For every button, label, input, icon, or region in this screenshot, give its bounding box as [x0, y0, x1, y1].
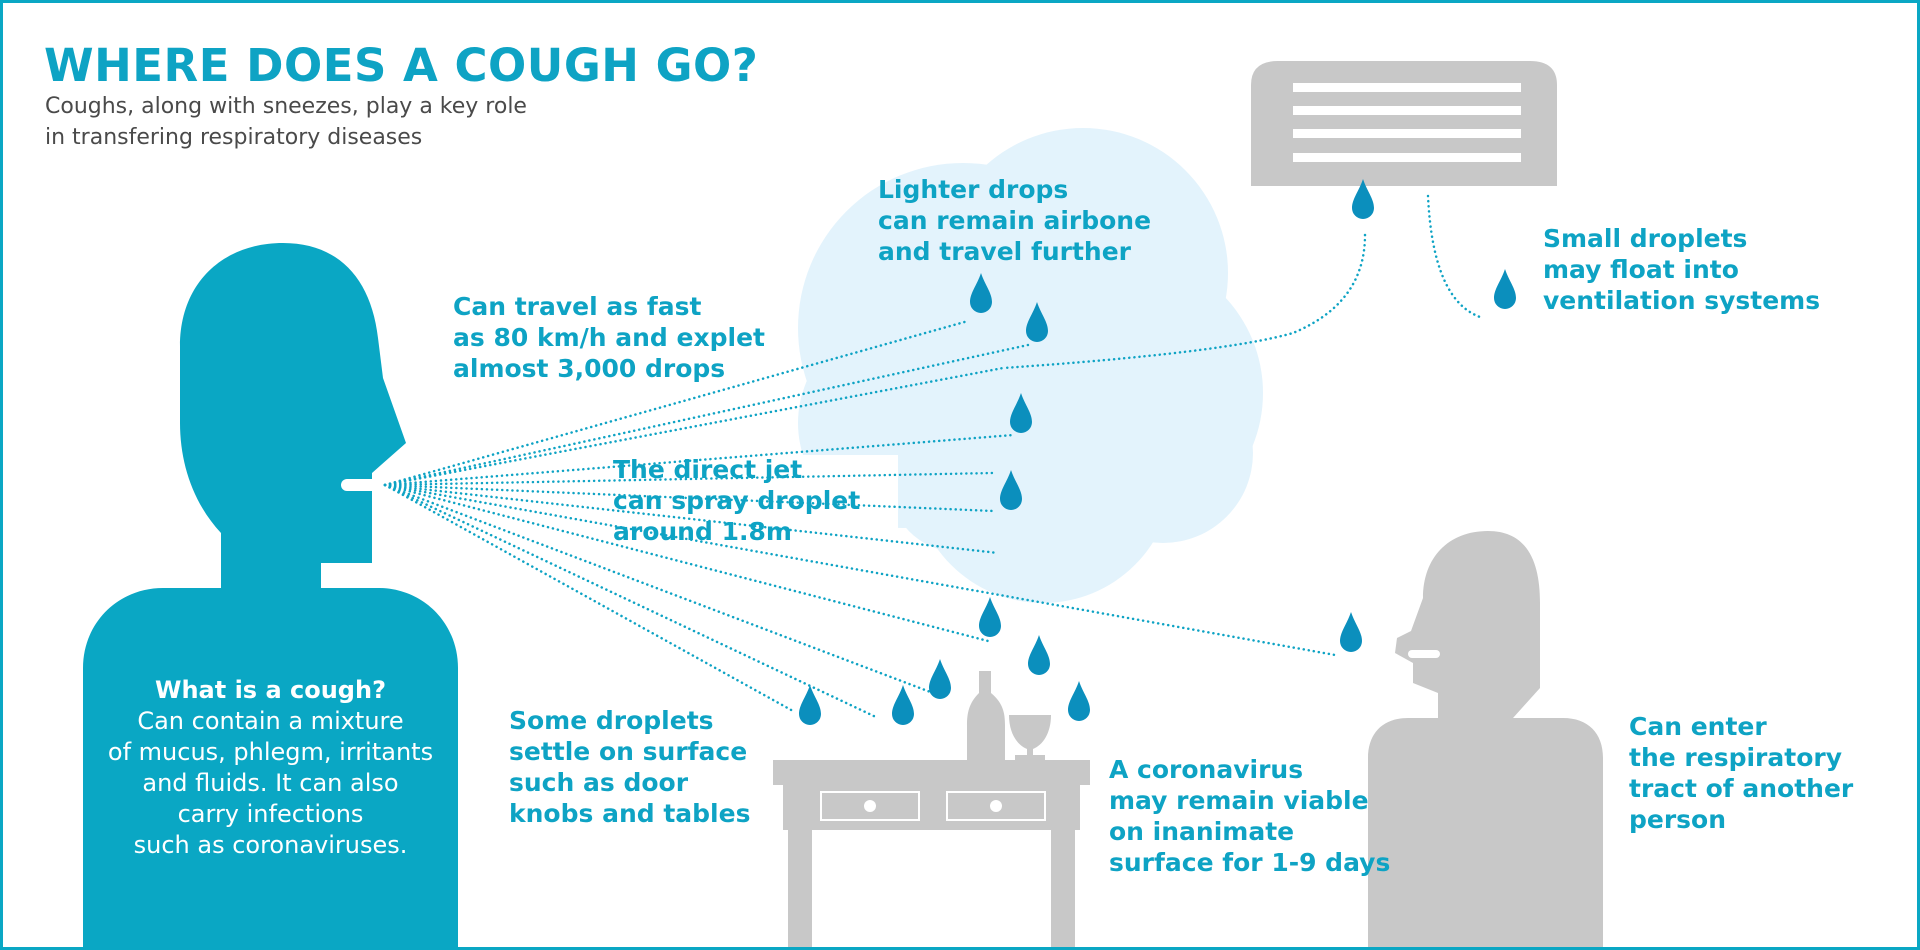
- droplet-icon: [799, 685, 821, 725]
- page-subtitle: Coughs, along with sneezes, play a key r…: [45, 94, 527, 150]
- droplet-icon: [892, 685, 914, 725]
- droplet-spray-lines: [383, 319, 1337, 720]
- droplet-icon: [1010, 393, 1032, 433]
- spray-line: [383, 483, 1000, 555]
- spray-line: [383, 319, 970, 487]
- table-drawers: [820, 791, 1046, 821]
- droplet-icon: [979, 597, 1001, 637]
- cough-info-heading: What is a cough?: [155, 676, 386, 704]
- droplet-icon: [1068, 681, 1090, 721]
- label-lighter-drops: Lighter drops can remain airbone and tra…: [878, 175, 1152, 266]
- droplets: [799, 179, 1516, 725]
- spray-line: [383, 433, 1015, 487]
- bottle-icon: [967, 671, 1005, 760]
- droplet-icon: [1494, 269, 1516, 309]
- label-direct-jet: The direct jet can spray droplet around …: [613, 455, 861, 546]
- spray-line: [383, 483, 995, 513]
- droplet-icon: [970, 273, 992, 313]
- other-person-silhouette: [1368, 531, 1603, 947]
- mouth-icon: [341, 479, 387, 491]
- droplet-icon: [1000, 470, 1022, 510]
- label-coronavirus-viable: A coronavirus may remain viable on inani…: [1109, 755, 1391, 877]
- cough-info-body: Can contain a mixture of mucus, phlegm, …: [107, 707, 434, 859]
- glass-icon: [1009, 715, 1051, 760]
- droplet-icon: [1340, 612, 1362, 652]
- ventilation-flow-lines: [1001, 194, 1485, 370]
- spray-line: [383, 471, 995, 487]
- label-enter-respiratory: Can enter the respiratory tract of anoth…: [1629, 712, 1854, 834]
- spray-line: [383, 366, 1005, 487]
- airborne-cloud: [798, 128, 1263, 603]
- page-title: WHERE DOES A COUGH GO?: [44, 39, 759, 92]
- label-travel-speed: Can travel as fast as 80 km/h and explet…: [453, 292, 765, 383]
- spray-line: [383, 483, 880, 720]
- coughing-person-silhouette: [83, 243, 458, 947]
- spray-line: [383, 483, 795, 713]
- cough-info-box: What is a cough? Can contain a mixture o…: [98, 675, 443, 861]
- spray-line: [383, 483, 935, 695]
- other-mouth-icon: [1408, 650, 1440, 658]
- air-conditioner-icon: [1251, 61, 1557, 186]
- droplet-icon: [1352, 179, 1374, 219]
- droplet-icon: [1028, 635, 1050, 675]
- label-settle-surface: Some droplets settle on surface such as …: [509, 706, 751, 828]
- table-icon: [773, 760, 1090, 947]
- droplet-icon: [1026, 302, 1048, 342]
- illustration-scene: [83, 61, 1603, 947]
- spray-line: [383, 483, 990, 643]
- label-small-droplets: Small droplets may float into ventilatio…: [1543, 224, 1821, 315]
- droplet-icon: [929, 659, 951, 699]
